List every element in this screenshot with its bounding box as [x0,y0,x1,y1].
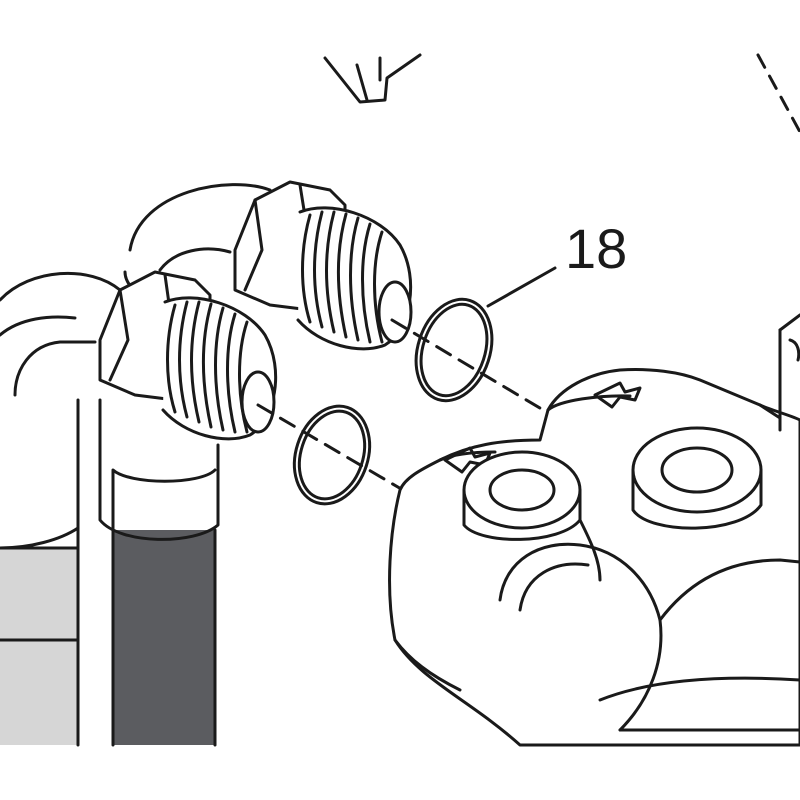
alignment-lines [256,318,562,502]
callout-label-18: 18 [565,217,627,280]
fitting-upper [233,180,413,351]
left-hose-body [0,548,78,745]
left-hose-assembly [0,271,122,747]
assembly-line-top [756,53,800,134]
fitting-lower [98,270,278,441]
filter-head-housing [388,313,800,747]
bracket-fragment [323,53,422,104]
center-hose-body [113,530,215,745]
o-ring-upper [414,297,494,403]
o-ring-lower [292,404,372,506]
center-hose-assembly [98,183,272,747]
leader-line-18 [486,266,557,308]
